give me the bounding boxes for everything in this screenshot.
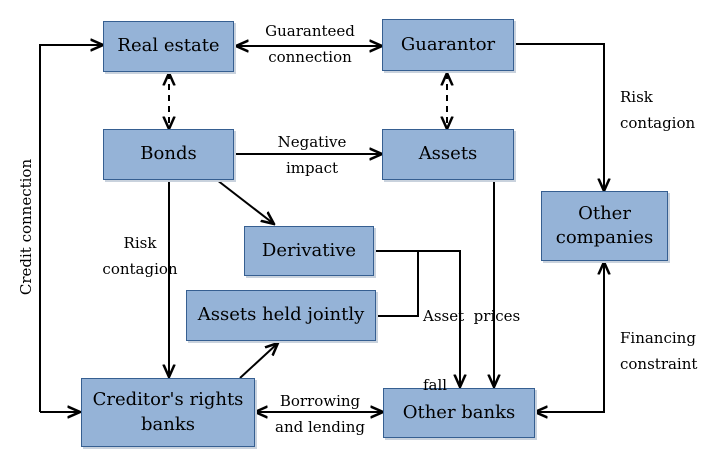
node-real-estate-label: Real estate xyxy=(117,35,220,57)
node-other-companies: Other companies xyxy=(541,191,668,261)
label-risk-left-line1: Risk xyxy=(123,234,157,252)
label-negative-impact: Negative impact xyxy=(262,132,362,180)
node-derivative: Derivative xyxy=(244,226,374,276)
label-asset-prices-line2: fall xyxy=(423,375,448,394)
node-assets-label: Assets xyxy=(418,143,478,165)
label-financing-line1: Financing xyxy=(620,329,696,347)
label-credit-connection: Credit connection xyxy=(17,158,35,296)
node-other-companies-line1: Other xyxy=(578,202,631,224)
node-creditors-rights-banks: Creditor's rights banks xyxy=(81,378,255,447)
label-asset-prices-fall: Asset prices fall xyxy=(423,262,520,418)
label-borrowing-line1: Borrowing xyxy=(279,392,361,410)
node-creditors-rights-banks-line2: banks xyxy=(141,413,195,435)
node-bonds-label: Bonds xyxy=(140,143,197,165)
node-guarantor-label: Guarantor xyxy=(400,33,496,55)
label-risk-right-line1: Risk xyxy=(620,88,653,106)
label-negative-line2: impact xyxy=(286,158,338,177)
node-other-companies-line2: companies xyxy=(555,227,654,248)
edge-creditorbanks-assetsheld xyxy=(239,343,278,379)
label-asset-prices-line1: Asset prices xyxy=(423,306,521,325)
label-financing-line2: constraint xyxy=(620,354,698,373)
node-assets: Assets xyxy=(382,129,514,180)
node-derivative-label: Derivative xyxy=(261,239,357,261)
edge-guarantor-othercompanies xyxy=(514,43,604,191)
edge-bonds-derivative xyxy=(216,179,274,224)
label-risk-contagion-right: Risk contagion xyxy=(620,87,695,135)
label-borrowing-lending: Borrowing and lending xyxy=(265,391,375,439)
label-guaranteed-line1: Guaranteed xyxy=(265,22,355,40)
label-borrowing-line2: and lending xyxy=(275,417,365,436)
edge-otherbanks-othercompanies xyxy=(535,262,604,412)
label-guaranteed-line2: connection xyxy=(268,47,352,66)
node-assets-held-jointly: Assets held jointly xyxy=(186,290,376,341)
node-other-banks: Other banks xyxy=(383,388,535,438)
label-negative-line1: Negative xyxy=(277,133,347,151)
node-guarantor: Guarantor xyxy=(382,19,514,71)
label-risk-contagion-left: Risk contagion xyxy=(85,233,195,281)
edge-derivative-otherbanks xyxy=(374,250,419,317)
label-risk-left-line2: contagion xyxy=(102,259,178,278)
edge-derivative-otherbanks-2 xyxy=(418,250,460,387)
node-bonds: Bonds xyxy=(103,129,234,180)
node-other-banks-label: Other banks xyxy=(402,401,516,423)
node-creditors-rights-banks-line1: Creditor's rights xyxy=(92,389,244,411)
label-risk-right-line2: contagion xyxy=(620,113,696,132)
edge-credit-connection-top xyxy=(39,45,103,412)
label-guaranteed-connection: Guaranteed connection xyxy=(255,21,365,69)
label-financing-constraint: Financing constraint xyxy=(620,328,697,376)
node-real-estate: Real estate xyxy=(103,21,234,72)
node-assets-held-jointly-label: Assets held jointly xyxy=(197,304,365,326)
